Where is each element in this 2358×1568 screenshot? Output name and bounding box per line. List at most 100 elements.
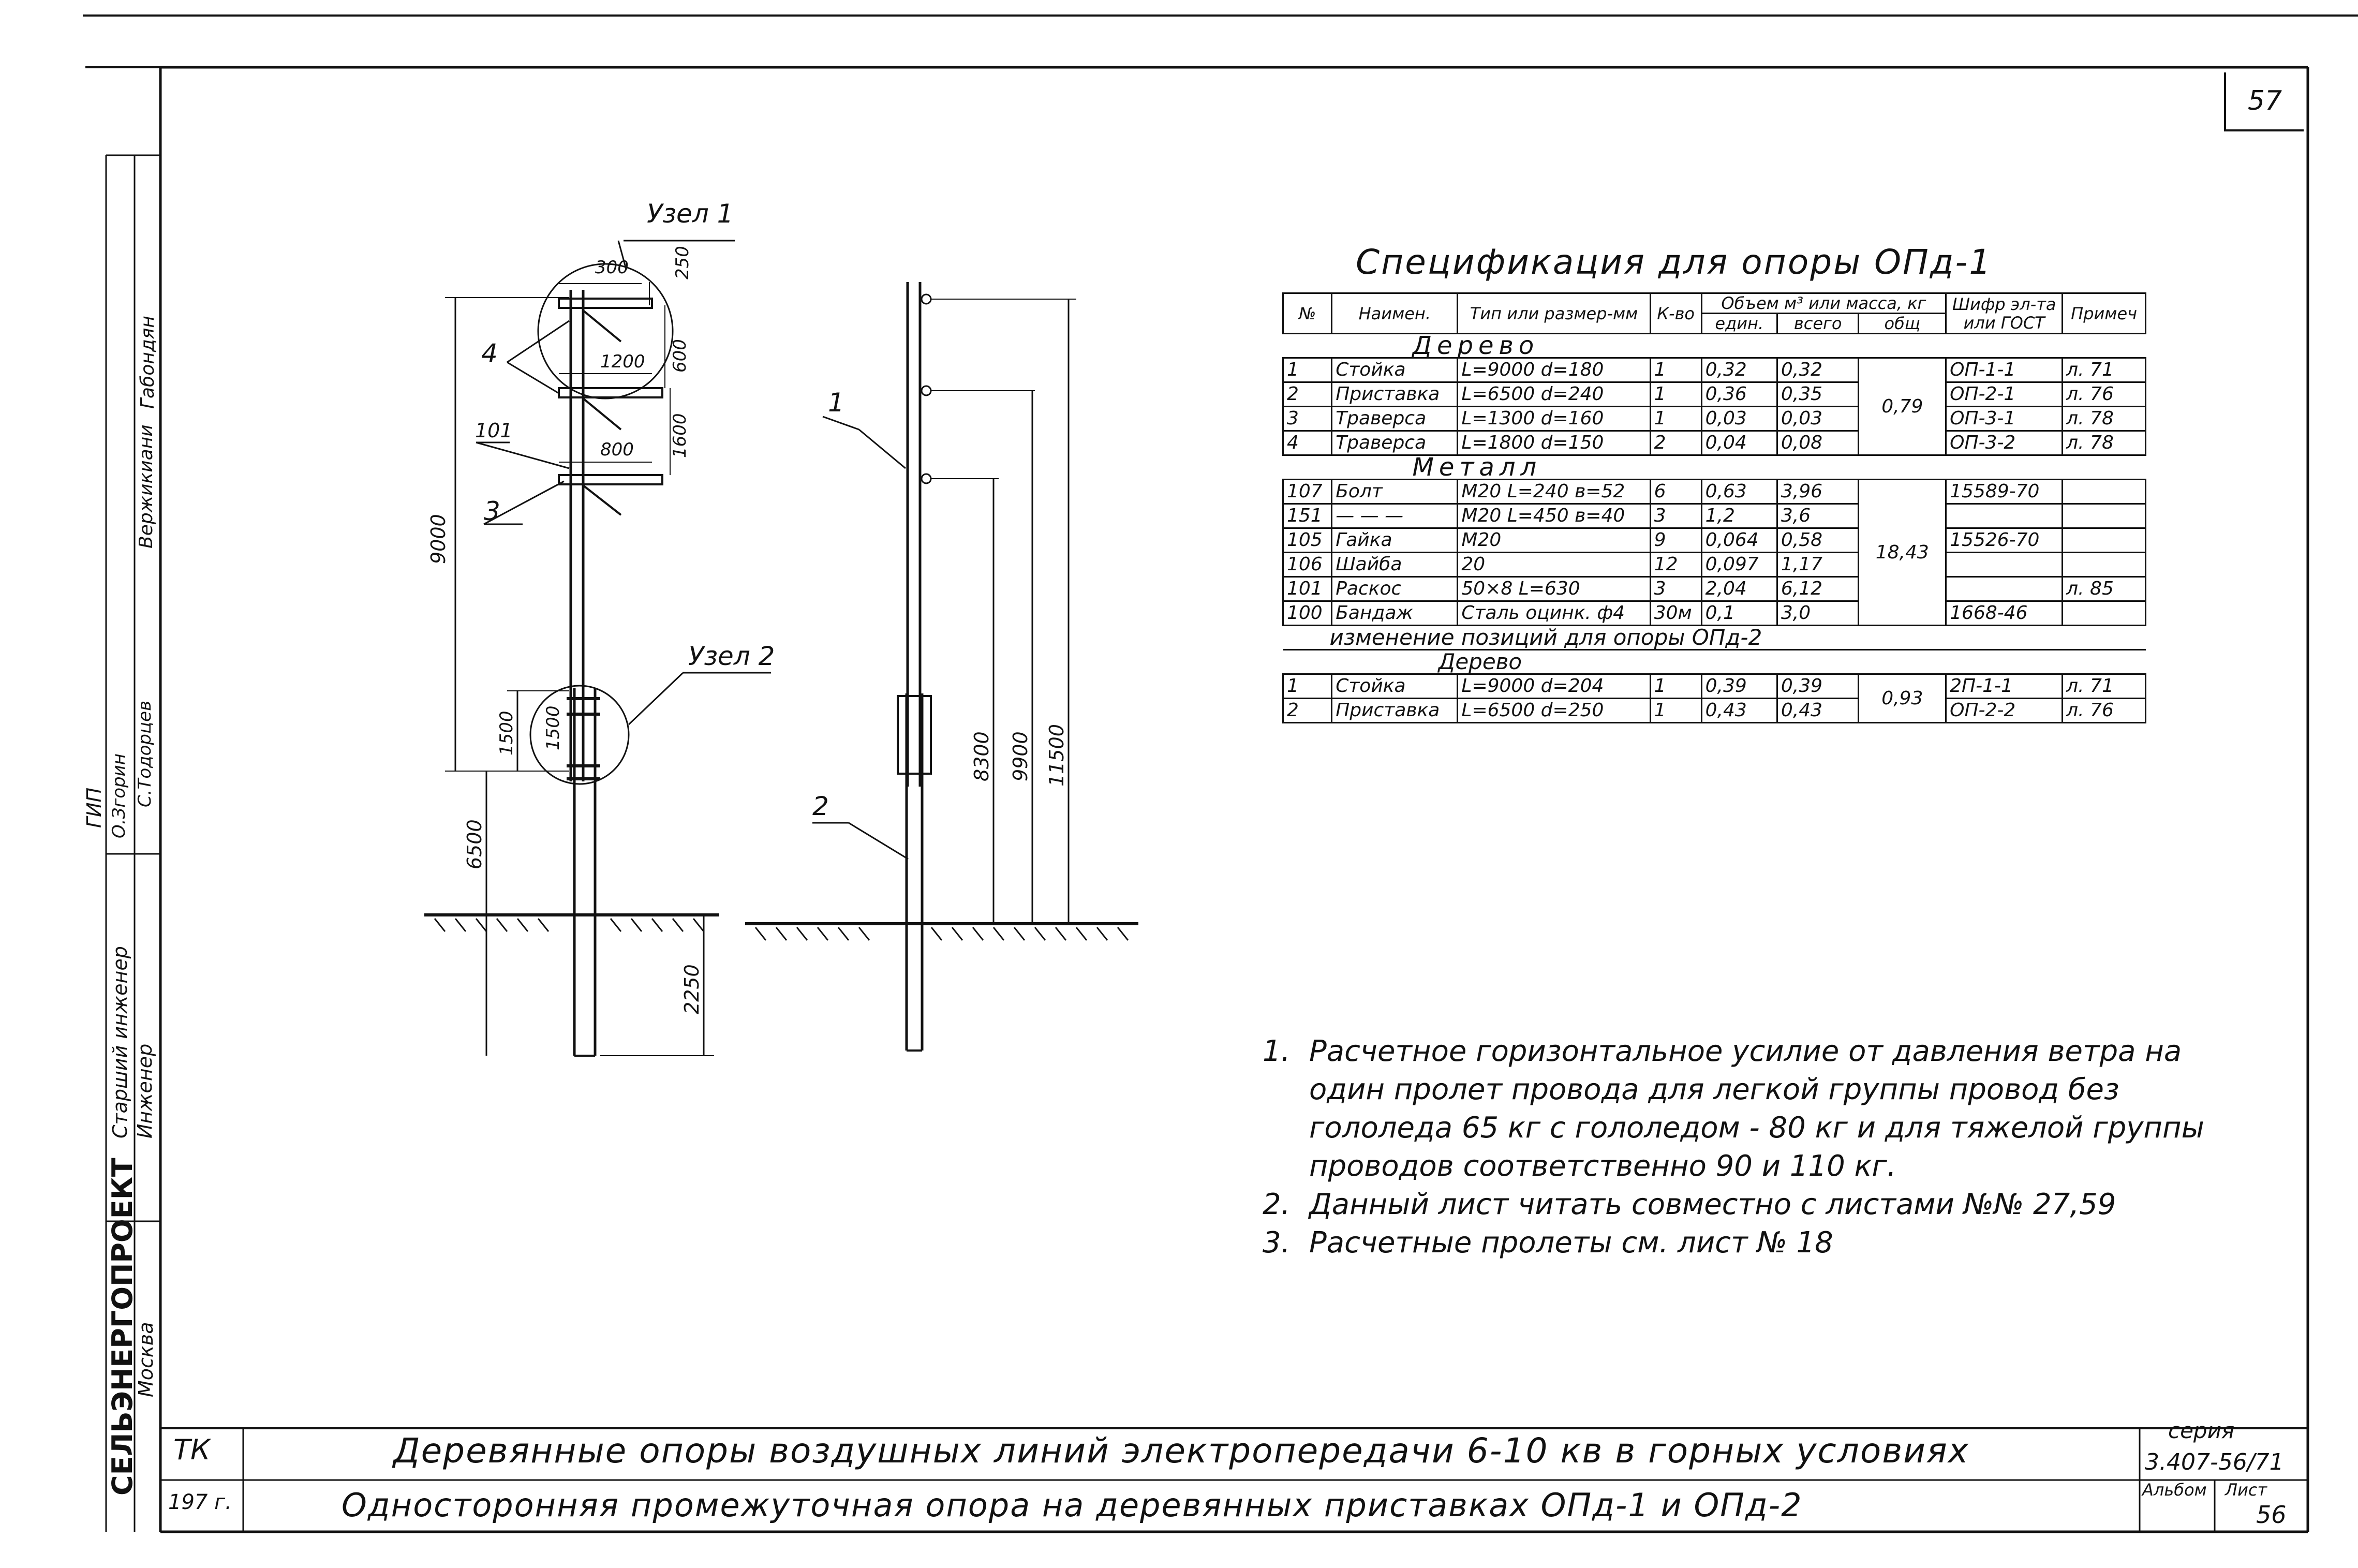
cell: 1,2 xyxy=(1700,503,1778,529)
cell: 2,04 xyxy=(1700,576,1778,602)
note-item: 2.Данный лист читать совместно с листами… xyxy=(1263,1186,2246,1224)
cell xyxy=(1945,552,2064,578)
cell: 0,04 xyxy=(1700,430,1778,456)
change-common: 0,93 xyxy=(1858,673,1947,723)
cell: ОП-3-2 xyxy=(1945,430,2064,456)
cell: Бандаж xyxy=(1331,600,1459,626)
cell: 1668-46 xyxy=(1945,600,2064,626)
cell: M20 L=240 в=52 xyxy=(1457,479,1651,505)
dim-8300: 8300 xyxy=(970,731,993,781)
drawing-labels: Узел 1 Узел 2 4 101 3 1 2 300 1200 800 2… xyxy=(427,199,1068,1014)
node1-label: Узел 1 xyxy=(647,199,733,229)
cell: 1 xyxy=(1649,673,1702,699)
stamp-role3: ГИП xyxy=(83,787,106,828)
cell: ОП-1-1 xyxy=(1945,357,2064,383)
hdr-qty: К-во xyxy=(1649,292,1702,334)
dim-600: 600 xyxy=(670,339,690,373)
cell: 12 xyxy=(1649,552,1702,578)
cell xyxy=(2062,527,2146,553)
cell: 0,43 xyxy=(1700,698,1778,723)
cell: L=6500 d=240 xyxy=(1457,381,1651,407)
cell: — — — xyxy=(1331,503,1459,529)
label-3: 3 xyxy=(484,496,500,526)
hdr-no: № xyxy=(1282,292,1333,334)
cell: Гайка xyxy=(1331,527,1459,553)
cell: Приставка xyxy=(1331,698,1459,723)
cell: 20 xyxy=(1457,552,1651,578)
cell: Сталь оцинк. ф4 xyxy=(1457,600,1651,626)
cell: L=1300 d=160 xyxy=(1457,406,1651,432)
cell: 2 xyxy=(1282,698,1333,723)
cell: 1 xyxy=(1649,381,1702,407)
cell: 3,6 xyxy=(1776,503,1860,529)
cell: 15526-70 xyxy=(1945,527,2064,553)
tb-series: 3.407-56/71 xyxy=(2145,1449,2284,1475)
dim-9900: 9900 xyxy=(1009,731,1032,781)
cell: 0,63 xyxy=(1700,479,1778,505)
cell: 3,96 xyxy=(1776,479,1860,505)
cell: 1 xyxy=(1649,406,1702,432)
metal-common: 18,43 xyxy=(1858,479,1947,626)
stamp-org: СЕЛЬЭНЕРГОПРОЕКТ xyxy=(106,1158,139,1496)
section-wood: Дерево xyxy=(1283,333,2146,359)
cell: л. 85 xyxy=(2062,576,2146,602)
cell: 1 xyxy=(1282,357,1333,383)
cell: 9 xyxy=(1649,527,1702,553)
dim-1500-outer: 1500 xyxy=(496,711,517,756)
spec-title: Спецификация для опоры ОПд-1 xyxy=(1356,242,1993,282)
cell: Приставка xyxy=(1331,381,1459,407)
cell: Стойка xyxy=(1331,673,1459,699)
label-2: 2 xyxy=(812,791,829,821)
hdr-common: общ xyxy=(1858,313,1947,334)
cell: ОП-2-2 xyxy=(1945,698,2064,723)
hdr-volume: Объем м³ или масса, кг xyxy=(1700,292,1947,314)
note-text: Расчетное горизонтальное усилие от давле… xyxy=(1309,1034,2204,1183)
stamp-city: Москва xyxy=(135,1322,157,1397)
cell: 101 xyxy=(1282,576,1333,602)
cell: 0,58 xyxy=(1776,527,1860,553)
note-number: 1. xyxy=(1263,1034,1291,1068)
cell: 106 xyxy=(1282,552,1333,578)
cell: 3 xyxy=(1282,406,1333,432)
cell: 3 xyxy=(1649,503,1702,529)
cell: ОП-3-1 xyxy=(1945,406,2064,432)
sheet-number: 57 xyxy=(2224,72,2304,131)
cell: л. 76 xyxy=(2062,381,2146,407)
wood-common: 0,79 xyxy=(1858,357,1947,456)
pole-side-view xyxy=(812,282,1076,1052)
ground-left xyxy=(424,913,719,932)
dim-11500: 11500 xyxy=(1045,724,1068,787)
cell: 0,32 xyxy=(1700,357,1778,383)
tb-title2: Односторонняя промежуточная опора на дер… xyxy=(342,1486,1803,1524)
cell: Траверса xyxy=(1331,430,1459,456)
cell: 50×8 L=630 xyxy=(1457,576,1651,602)
cell: Болт xyxy=(1331,479,1459,505)
cell: 15589-70 xyxy=(1945,479,2064,505)
cell: 3,0 xyxy=(1776,600,1860,626)
cell: 0,35 xyxy=(1776,381,1860,407)
tb-sheet-label: Лист xyxy=(2225,1480,2267,1500)
dim-800: 800 xyxy=(600,439,634,460)
node2-label: Узел 2 xyxy=(688,641,775,671)
cell: 105 xyxy=(1282,527,1333,553)
cell: M20 L=450 в=40 xyxy=(1457,503,1651,529)
cell: 4 xyxy=(1282,430,1333,456)
note-item: 1. Расчетное горизонтальное усилие от дав… xyxy=(1263,1032,2246,1186)
cell: 6 xyxy=(1649,479,1702,505)
cell: Шайба xyxy=(1331,552,1459,578)
section-wood2: Дерево xyxy=(1283,649,2146,675)
hdr-name: Наимен. xyxy=(1331,292,1459,334)
cell: л. 78 xyxy=(2062,430,2146,456)
tb-title1: Деревянные опоры воздушных линий электро… xyxy=(393,1431,1969,1471)
dim-9000: 9000 xyxy=(427,514,450,564)
cell: 0,03 xyxy=(1700,406,1778,432)
notes: 1. Расчетное горизонтальное усилие от дав… xyxy=(1263,1032,2246,1262)
cell: 1,17 xyxy=(1776,552,1860,578)
